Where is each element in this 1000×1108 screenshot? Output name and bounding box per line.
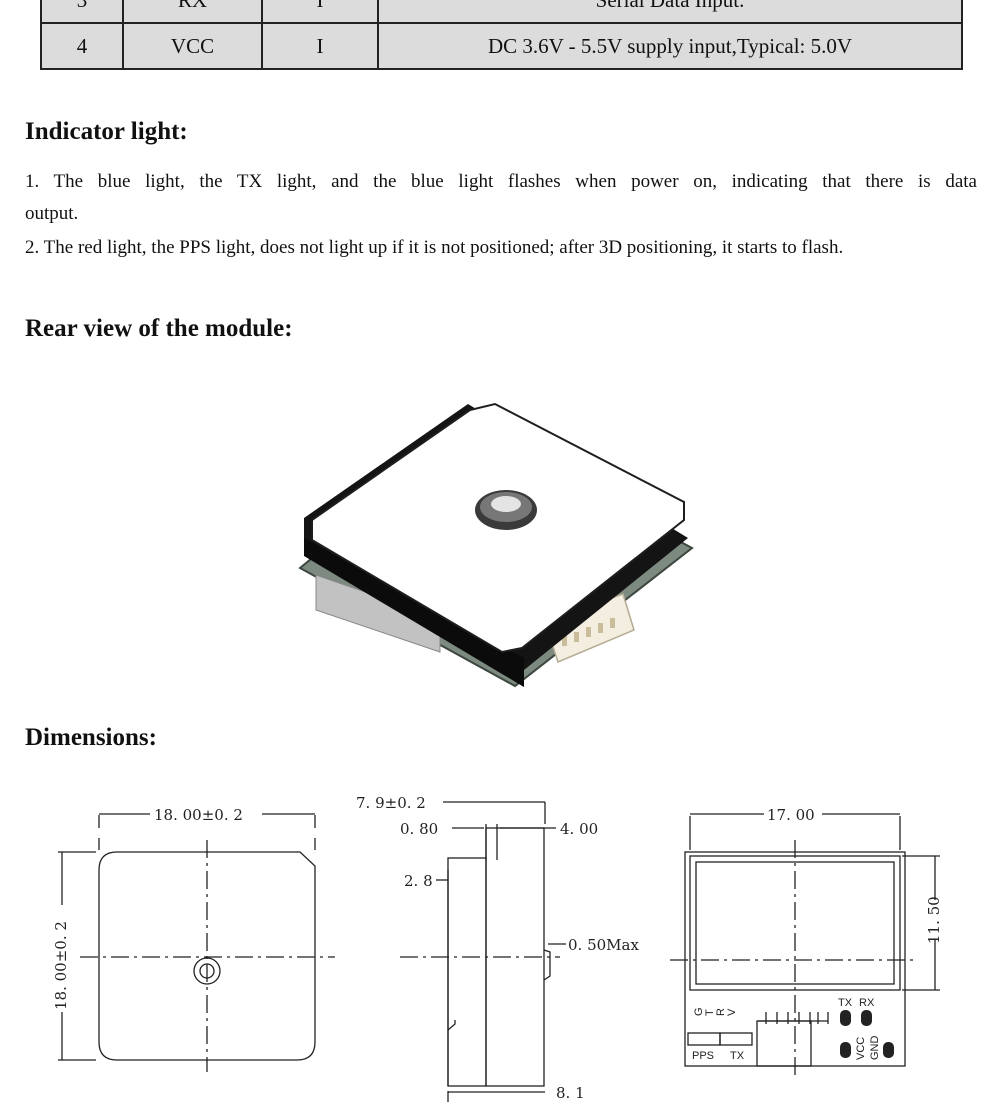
dimensions-heading: Dimensions: [25, 724, 157, 751]
pin-name: RX [122, 0, 263, 24]
indicator-heading: Indicator light: [25, 118, 188, 145]
back-pin-r: R [715, 1008, 727, 1016]
pin-number: 3 [40, 0, 124, 24]
back-label-vcc: VCC [855, 1037, 867, 1060]
table-row: 4 VCC I DC 3.6V - 5.5V supply input,Typi… [40, 22, 963, 70]
side-28-label: 2. 8 [404, 872, 433, 890]
back-label-tx: TX [730, 1050, 745, 1062]
side-total-label: 7. 9±0. 2 [356, 794, 426, 812]
indicator-line-1: 1. The blue light, the TX light, and the… [25, 171, 977, 192]
back-led-rx: RX [859, 997, 875, 1009]
pin-io: I [261, 22, 379, 70]
table-row: 3 RX I Serial Data Input. [40, 0, 963, 24]
pin-io: I [261, 0, 379, 24]
front-width-label: 18. 00±0. 2 [154, 806, 243, 824]
rear-view-heading: Rear view of the module: [25, 315, 293, 342]
side-view-drawing [400, 801, 566, 1102]
back-label-gnd: GND [869, 1036, 881, 1061]
pin-number: 4 [40, 22, 124, 70]
side-080-label: 0. 80 [400, 820, 438, 838]
front-height-label: 18. 00±0. 2 [52, 921, 70, 1010]
dimension-drawings: 18. 00±0. 2 18. 00±0. 2 7. 9±0. 2 0. 80 … [52, 794, 943, 1102]
back-pin-v: V [726, 1008, 738, 1016]
pin-description: Serial Data Input. [377, 0, 963, 24]
back-height-label: 11. 50 [925, 896, 943, 944]
back-pin-g: G [693, 1007, 705, 1016]
indicator-line-1-cont: output. [25, 203, 79, 224]
module-rear-view-image [298, 402, 694, 688]
back-view-drawing [670, 813, 940, 1075]
side-400-label: 4. 00 [560, 820, 598, 838]
front-view-drawing [58, 813, 335, 1072]
back-label-pps: PPS [692, 1050, 714, 1062]
back-led-pads [840, 1010, 894, 1058]
indicator-line-2: 2. The red light, the PPS light, does no… [25, 237, 844, 258]
pin-table: 3 RX I Serial Data Input. 4 VCC I DC 3.6… [40, 0, 963, 70]
side-81-label: 8. 1 [556, 1084, 585, 1102]
pin-name: VCC [122, 22, 263, 70]
back-led-tx: TX [838, 997, 853, 1009]
back-width-label: 17. 00 [767, 806, 815, 824]
back-pin-t: T [704, 1009, 716, 1016]
pin-description: DC 3.6V - 5.5V supply input,Typical: 5.0… [377, 22, 963, 70]
side-050-label: 0. 50Max [568, 936, 639, 954]
